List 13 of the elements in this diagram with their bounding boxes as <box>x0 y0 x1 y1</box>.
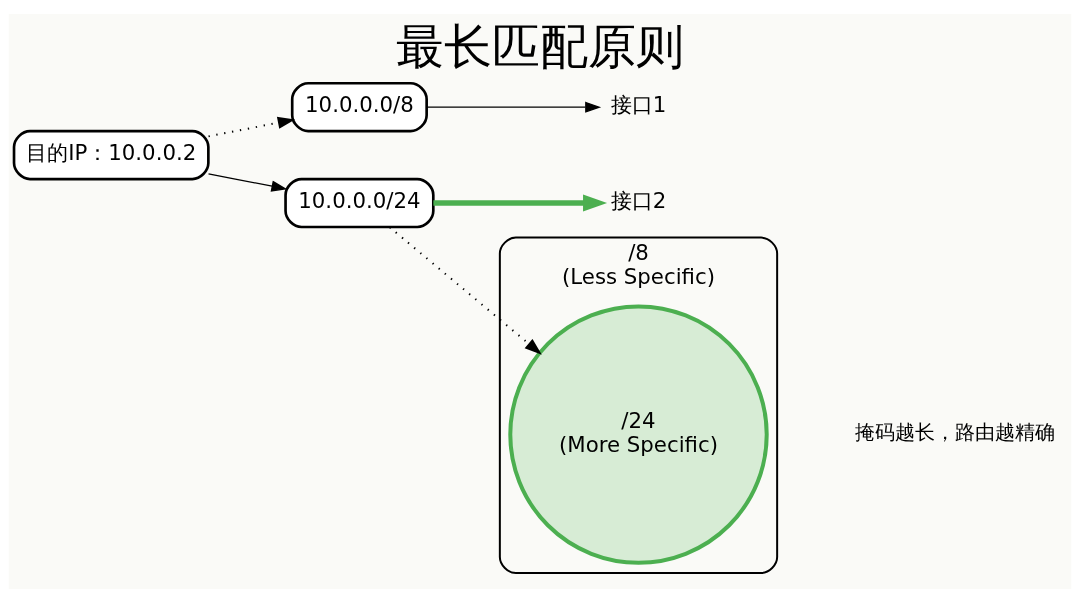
label: 掩码越长，路由越精确 <box>854 420 1055 445</box>
node-text: 接口2 <box>610 188 667 214</box>
arrow <box>207 173 288 192</box>
arrow <box>207 116 296 138</box>
arrow <box>433 194 608 212</box>
arrow <box>426 101 602 113</box>
node-box: 10.0.0.0/8 <box>290 81 428 133</box>
diagram-title: 最长匹配原则 <box>396 18 685 74</box>
arrow <box>388 226 542 355</box>
node-box: 10.0.0.0/24 <box>284 177 435 229</box>
node-box: 目的IP：10.0.0.2 <box>12 129 210 181</box>
node-circle: /24 (More Specific) <box>508 304 769 565</box>
node-text: 接口1 <box>610 92 667 118</box>
